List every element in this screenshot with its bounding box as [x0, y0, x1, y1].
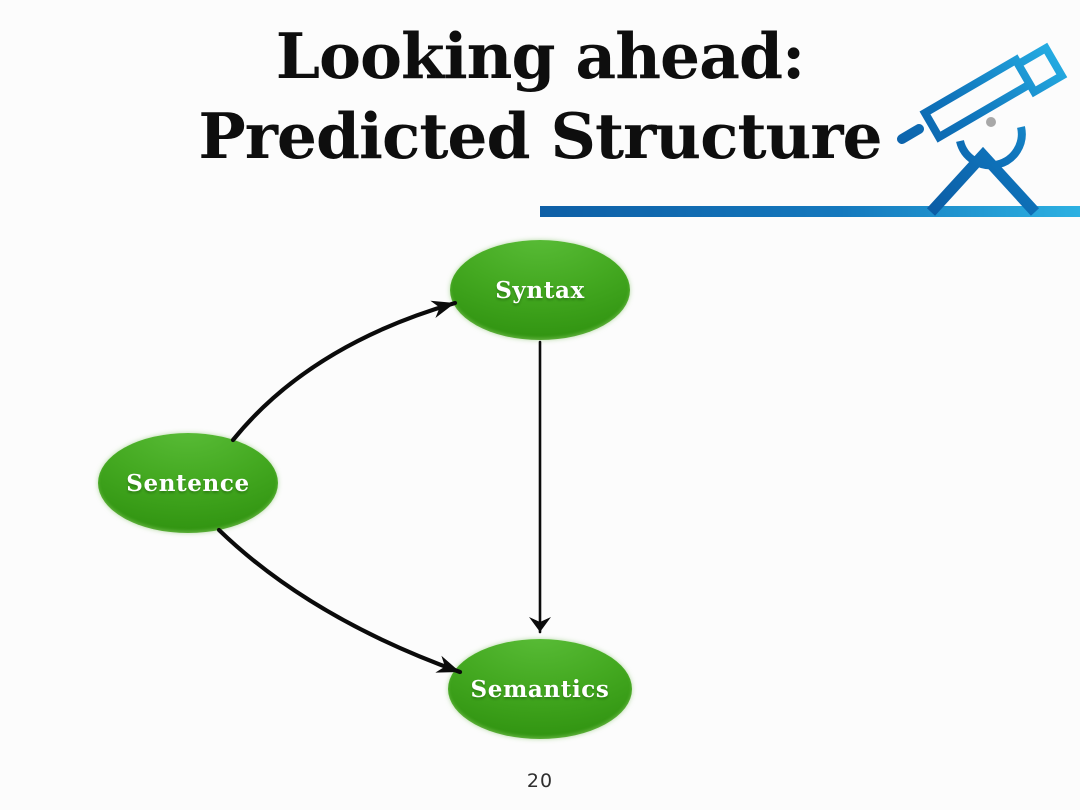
node-semantics: Semantics — [448, 639, 632, 739]
title-line-2: Predicted Structure — [198, 99, 882, 173]
node-sentence-label: Sentence — [126, 469, 250, 497]
page-number: 20 — [526, 770, 554, 792]
arrow-sentence-to-syntax — [230, 300, 458, 443]
node-semantics-label: Semantics — [470, 675, 610, 703]
accent-underline — [540, 206, 1080, 217]
slide-title: Looking ahead: Predicted Structure — [0, 16, 1080, 176]
title-line-1: Looking ahead: — [275, 19, 806, 93]
node-syntax-label: Syntax — [495, 276, 585, 304]
node-syntax: Syntax — [450, 240, 630, 340]
arrow-sentence-to-semantics — [216, 527, 463, 675]
node-sentence: Sentence — [98, 433, 278, 533]
